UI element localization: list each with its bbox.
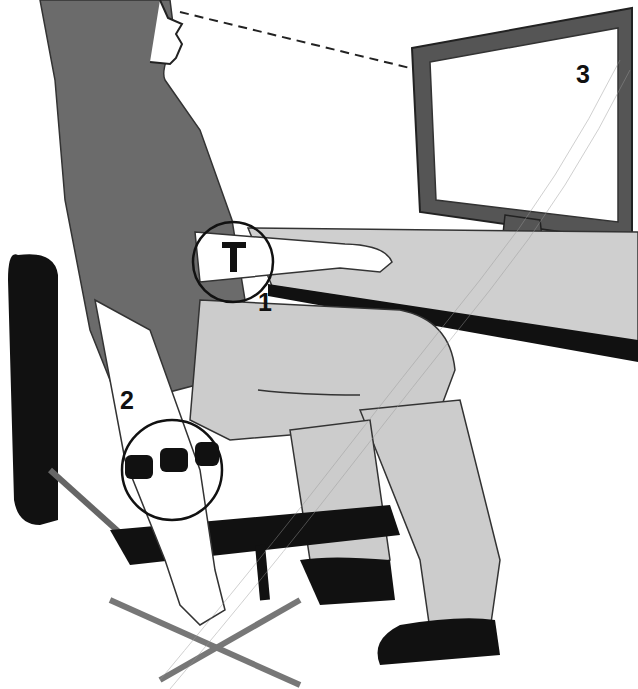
legs — [190, 300, 500, 665]
callout-number: 1 — [258, 290, 272, 315]
callout-number: 3 — [576, 62, 590, 87]
callout-number: 2 — [120, 388, 134, 413]
hanging-arm — [95, 300, 225, 625]
head-profile — [150, 0, 182, 64]
chair-back — [8, 254, 58, 525]
lumbar-detail — [122, 420, 222, 520]
watermark-strokes — [160, 60, 630, 689]
forearm — [195, 232, 392, 282]
